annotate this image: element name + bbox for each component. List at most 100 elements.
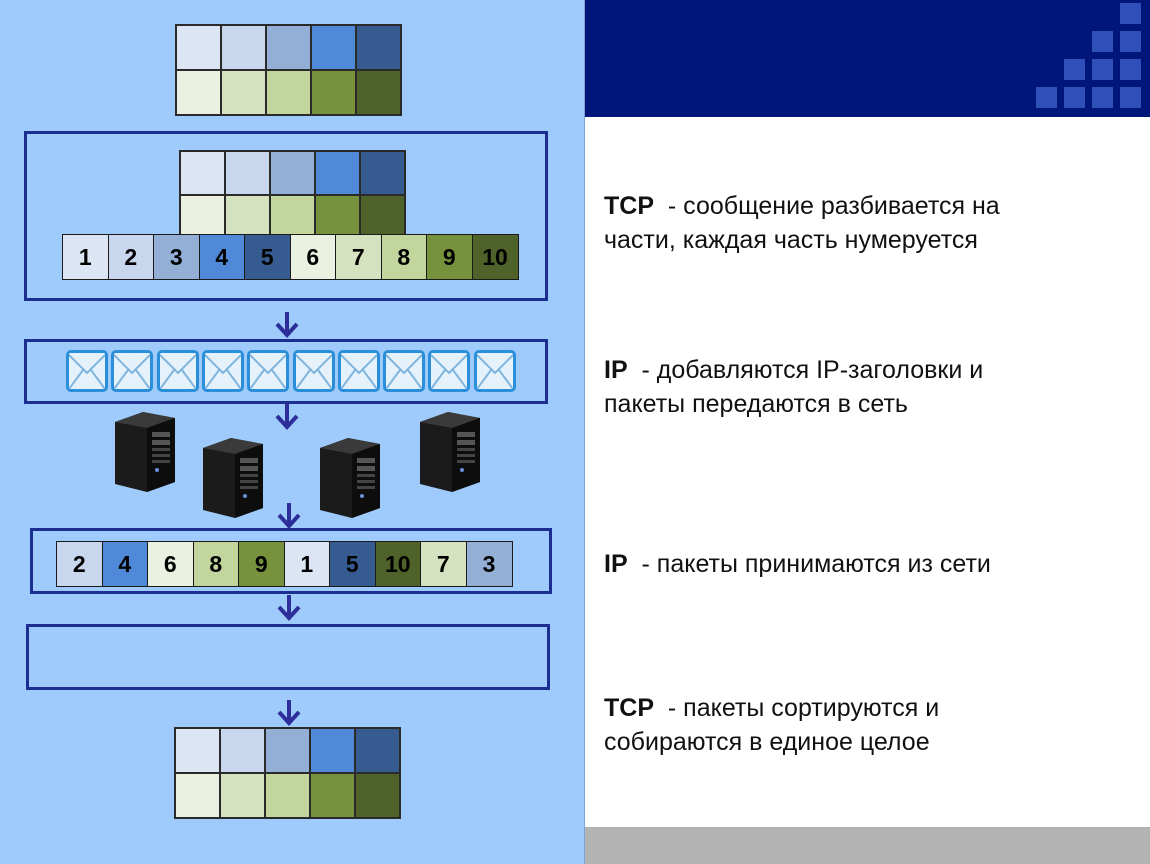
decorative-square (1120, 59, 1141, 80)
step-text-continued: собираются в единое целое (604, 728, 930, 756)
message-part-cell (176, 70, 221, 115)
message-part-cell (360, 195, 405, 239)
message-part-cell (175, 728, 220, 773)
step-text-continued: части, каждая часть нумеруется (604, 226, 978, 254)
segment-number: 5 (330, 542, 376, 586)
server-icon (318, 438, 382, 523)
decorative-square (1092, 31, 1113, 52)
segment-number: 7 (336, 235, 382, 279)
segment-number: 1 (284, 542, 330, 586)
segment-number: 8 (193, 542, 239, 586)
down-arrow-icon (277, 503, 301, 529)
message-part-cell (355, 728, 400, 773)
message-part-cell (315, 195, 360, 239)
server-icon (201, 438, 265, 523)
message-part-cell (176, 25, 221, 70)
envelope-icon (247, 350, 290, 392)
segment-number: 4 (102, 542, 148, 586)
decorative-square (1120, 31, 1141, 52)
message-block-copy (179, 150, 406, 240)
segment-number: 10 (375, 542, 421, 586)
tcp-segmentation-frame (24, 131, 548, 301)
step-ip-receive: IP - пакеты принимаются из сети (604, 547, 1124, 581)
envelope-icon (201, 350, 244, 392)
message-part-cell (355, 773, 400, 818)
message-part-cell (265, 728, 310, 773)
message-part-cell (220, 773, 265, 818)
segment-number: 2 (108, 235, 154, 279)
decorative-square (1120, 87, 1141, 108)
protocol-label: IP (604, 550, 628, 578)
message-part-cell (356, 70, 401, 115)
message-part-cell (225, 195, 270, 239)
footer-band (585, 827, 1150, 864)
segment-number: 3 (154, 235, 200, 279)
original-message-block (175, 24, 402, 116)
segment-number: 2 (57, 542, 103, 586)
decorative-square (1064, 87, 1085, 108)
message-part-cell (360, 151, 405, 195)
segment-number: 6 (148, 542, 194, 586)
envelope-icon (292, 350, 335, 392)
down-arrow-icon (277, 700, 301, 726)
server-icon (113, 412, 177, 497)
message-part-cell (266, 70, 311, 115)
tcp-sorting-frame (26, 624, 550, 690)
segment-number: 9 (239, 542, 285, 586)
received-packets-frame (30, 528, 552, 594)
message-part-cell (175, 773, 220, 818)
envelope-icon (473, 350, 516, 392)
segment-number: 8 (381, 235, 427, 279)
step-text: - пакеты принимаются из сети (627, 550, 991, 578)
protocol-label: TCP (604, 192, 654, 220)
message-part-cell (311, 25, 356, 70)
step-ip-send: IP - добавляются IP-заголовки и пакеты п… (604, 353, 1124, 421)
step-tcp-split: TCP - сообщение разбивается на части, ка… (604, 189, 1124, 257)
protocol-label: IP (604, 356, 628, 384)
step-text: - пакеты сортируются и (654, 694, 940, 722)
segment-number: 7 (421, 542, 467, 586)
message-part-cell (221, 70, 266, 115)
message-part-cell (270, 151, 315, 195)
message-part-cell (180, 195, 225, 239)
header-band (585, 0, 1150, 117)
message-part-cell (266, 25, 311, 70)
step-text: - сообщение разбивается на (654, 192, 1000, 220)
message-part-cell (220, 728, 265, 773)
segment-number: 9 (427, 235, 473, 279)
envelope-icon (428, 350, 471, 392)
ip-packets-frame (24, 339, 548, 404)
envelope-icon (66, 350, 108, 392)
segment-number: 10 (472, 235, 518, 279)
down-arrow-icon (275, 404, 299, 430)
segment-number: 3 (466, 542, 512, 586)
segment-number: 6 (290, 235, 336, 279)
envelope-icon (156, 350, 199, 392)
message-part-cell (265, 773, 310, 818)
message-part-cell (315, 151, 360, 195)
reassembled-message-block (174, 727, 401, 819)
step-tcp-sort: TCP - пакеты сортируются и собираются в … (604, 691, 1124, 759)
down-arrow-icon (275, 312, 299, 338)
message-part-cell (356, 25, 401, 70)
decorative-square (1120, 3, 1141, 24)
envelope-icon (383, 350, 426, 392)
server-icon (418, 412, 482, 497)
envelope-icon (337, 350, 380, 392)
message-part-cell (270, 195, 315, 239)
message-part-cell (221, 25, 266, 70)
down-arrow-icon (277, 595, 301, 621)
message-part-cell (310, 728, 355, 773)
protocol-label: TCP (604, 694, 654, 722)
decorative-square (1092, 87, 1113, 108)
step-text-continued: пакеты передаются в сеть (604, 390, 908, 418)
envelope-icon (111, 350, 154, 392)
decorative-square (1092, 59, 1113, 80)
message-part-cell (180, 151, 225, 195)
segment-number: 5 (245, 235, 291, 279)
step-text: - добавляются IP-заголовки и (627, 356, 984, 384)
decorative-square (1064, 59, 1085, 80)
